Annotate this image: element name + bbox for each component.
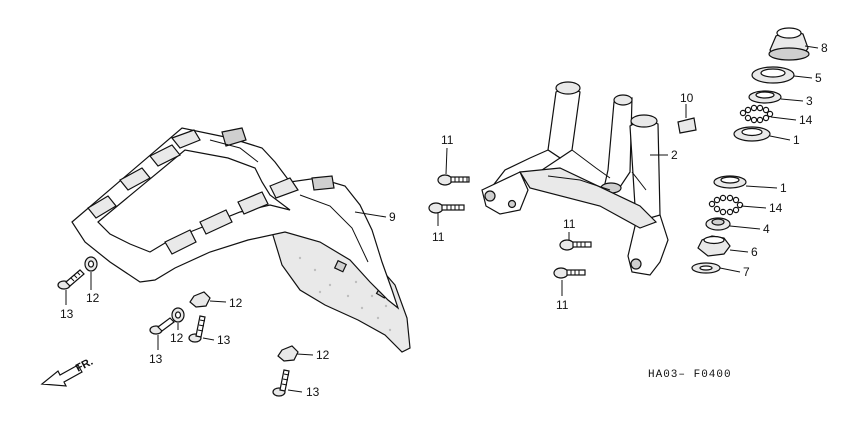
fasteners — [57, 174, 592, 397]
bolt-11-a — [437, 174, 470, 186]
screw-13-d — [272, 369, 290, 397]
collar-12-d — [277, 345, 299, 362]
callout-dust-seal: 8 — [821, 41, 828, 55]
ball-ring-lower — [708, 194, 744, 216]
bolt-11-c — [559, 239, 592, 251]
diagram-code: HA03– F0400 — [648, 369, 732, 381]
front-fender — [71, 127, 411, 353]
callout-screw-d: 13 — [306, 385, 320, 399]
cap-part — [677, 117, 697, 134]
callout-screw-a: 13 — [60, 307, 74, 321]
callout-washer-lower: 7 — [743, 265, 750, 279]
bolt-11-d — [553, 267, 586, 279]
callout-collar-a: 12 — [86, 291, 100, 305]
leader-lines — [65, 45, 819, 393]
callout-bolt-c: 11 — [563, 217, 576, 231]
callout-screw-b: 13 — [217, 333, 231, 347]
ball-ring-upper — [739, 104, 774, 124]
callout-bolt-b: 11 — [432, 230, 445, 244]
direction-label: FR. — [74, 356, 95, 375]
collar-12-c — [171, 307, 185, 323]
arrow-left-icon — [40, 364, 83, 387]
bolt-11-b — [428, 202, 465, 214]
callout-bolt-d: 11 — [556, 298, 569, 312]
callout-screw-c: 13 — [149, 352, 163, 366]
callout-cap: 10 — [680, 91, 694, 105]
callout-fork: 2 — [671, 148, 678, 162]
callout-race-lower: 1 — [780, 181, 787, 195]
callout-cone-upper: 3 — [806, 94, 813, 108]
callout-balls-lower: 14 — [769, 201, 783, 215]
callouts: 9 2 10 8 5 3 14 1 1 14 4 6 7 11 11 11 11… — [60, 41, 828, 399]
callout-balls-upper: 14 — [799, 113, 813, 127]
front-direction-arrow: FR. — [40, 356, 95, 387]
upper-bearing-stack — [733, 27, 810, 142]
screw-13-b — [149, 317, 175, 335]
callout-cone-lower: 4 — [763, 222, 770, 236]
callout-fender: 9 — [389, 210, 396, 224]
callout-bolt-a: 11 — [441, 133, 454, 147]
screw-13-a — [57, 269, 85, 290]
callout-race-upper: 1 — [793, 133, 800, 147]
fork-assembly — [481, 81, 669, 276]
callout-race-top: 5 — [815, 71, 822, 85]
lower-bearing-stack — [691, 175, 747, 274]
callout-collar-d: 12 — [316, 348, 330, 362]
collar-12-b — [189, 291, 211, 308]
callout-collar-b: 12 — [229, 296, 243, 310]
callout-seal-lower: 6 — [751, 245, 758, 259]
screw-13-c — [188, 315, 206, 343]
collar-12-a — [84, 256, 98, 272]
callout-collar-c: 12 — [170, 331, 184, 345]
